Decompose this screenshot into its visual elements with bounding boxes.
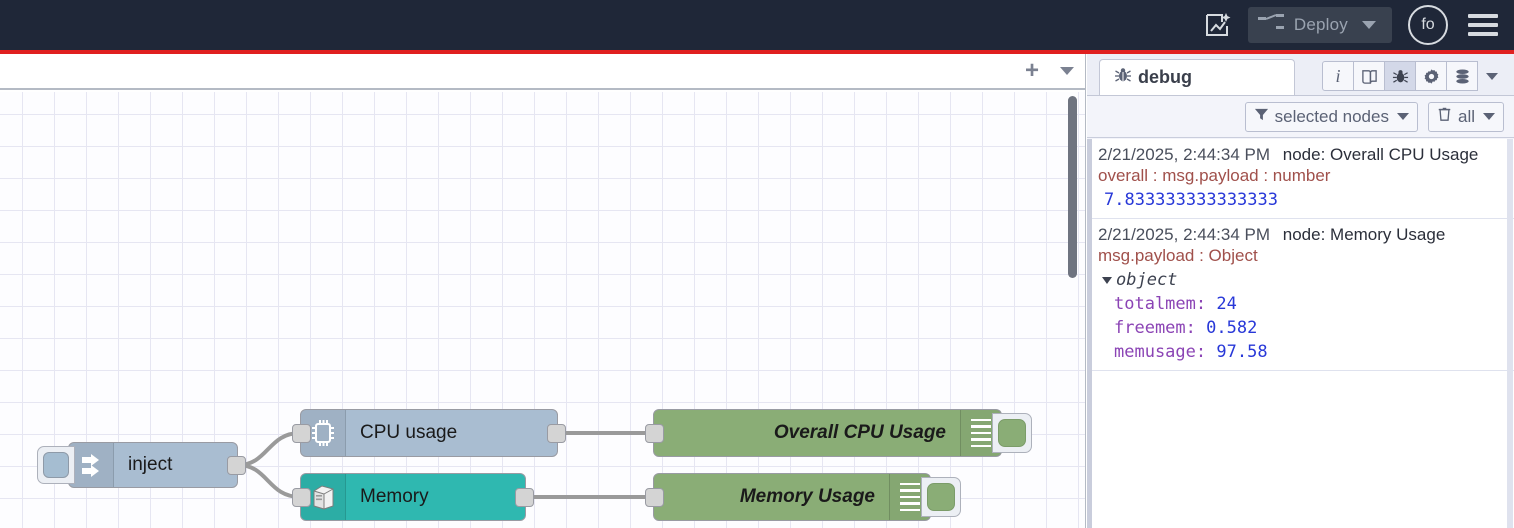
debug-message-node[interactable]: node: Overall CPU Usage xyxy=(1282,145,1479,164)
node-inject[interactable]: inject xyxy=(37,442,246,488)
debug-object-property: memusage: 97.58 xyxy=(1114,342,1268,362)
node-label-cpu-usage: CPU usage xyxy=(360,422,458,443)
debug-message[interactable]: 2/21/2025, 2:44:34 PM node: Memory Usage… xyxy=(1092,219,1514,371)
sidebar-debug-bug-icon[interactable] xyxy=(1384,61,1416,91)
canvas-vertical-scrollbar[interactable] xyxy=(1068,96,1077,278)
debug-message-timestamp: 2/21/2025, 2:44:34 PM xyxy=(1098,225,1271,244)
flow-tabbar: + xyxy=(0,54,1085,90)
app-header: Deploy fo xyxy=(0,0,1514,50)
debug-message-header: 2/21/2025, 2:44:34 PM node: Memory Usage xyxy=(1098,225,1510,245)
node-debug-memory-usage[interactable]: Memory Usage xyxy=(645,473,961,521)
arrow-right-icon xyxy=(69,443,114,487)
deploy-glyph-icon xyxy=(1257,13,1284,38)
debug-message-timestamp: 2/21/2025, 2:44:34 PM xyxy=(1098,145,1271,164)
debug-toggle-memory-usage[interactable] xyxy=(921,477,961,517)
flow-workspace: + inject xyxy=(0,54,1086,528)
debug-sidebar: debug i xyxy=(1087,54,1514,528)
node-label-inject: inject xyxy=(128,454,173,475)
port-input-overall-cpu-usage[interactable] xyxy=(645,424,664,443)
sidebar-toolbar: i xyxy=(1322,61,1506,91)
debug-message[interactable]: 2/21/2025, 2:44:34 PM node: Overall CPU … xyxy=(1092,139,1514,219)
tab-debug[interactable]: debug xyxy=(1099,59,1295,95)
header-accent-line xyxy=(0,50,1514,54)
debug-message-node[interactable]: node: Memory Usage xyxy=(1282,225,1446,244)
bug-icon xyxy=(1114,66,1132,89)
debug-scrollbar[interactable] xyxy=(1507,139,1513,528)
debug-message-header: 2/21/2025, 2:44:34 PM node: Overall CPU … xyxy=(1098,145,1510,165)
debug-clear-label: all xyxy=(1457,106,1475,126)
sidebar-more-chevron-down-icon[interactable] xyxy=(1478,62,1506,90)
port-input-memory-usage[interactable] xyxy=(645,488,664,507)
avatar[interactable]: fo xyxy=(1408,5,1448,45)
node-cpu-usage[interactable]: CPU usage xyxy=(292,409,566,457)
chevron-down-icon[interactable] xyxy=(1396,113,1409,120)
funnel-icon xyxy=(1254,107,1269,127)
deploy-caret-icon[interactable] xyxy=(1362,21,1376,29)
deploy-button[interactable]: Deploy xyxy=(1247,7,1392,43)
trash-icon xyxy=(1437,106,1452,127)
debug-toggle-overall-cpu-usage[interactable] xyxy=(992,413,1032,453)
port-output-cpu-usage[interactable] xyxy=(547,424,566,443)
debug-message-topic: overall : msg.payload : number xyxy=(1098,166,1331,185)
port-input-cpu-usage[interactable] xyxy=(292,424,311,443)
debug-object-value: 0.582 xyxy=(1206,318,1258,338)
flow-wires xyxy=(237,430,653,500)
tab-debug-label: debug xyxy=(1138,67,1192,87)
debug-object-key: memusage xyxy=(1114,342,1196,362)
debug-object-value: 97.58 xyxy=(1216,342,1268,362)
node-memory[interactable]: Memory xyxy=(292,473,534,521)
flow-sparkle-icon[interactable] xyxy=(1198,8,1238,42)
debug-object-property: freemem: 0.582 xyxy=(1114,318,1258,338)
node-label-overall-cpu-usage: Overall CPU Usage xyxy=(773,422,946,443)
deploy-label: Deploy xyxy=(1293,15,1348,34)
sidebar-help-book-icon[interactable] xyxy=(1353,61,1385,91)
debug-filter-label: selected nodes xyxy=(1274,106,1389,126)
port-input-memory[interactable] xyxy=(292,488,311,507)
node-debug-overall-cpu-usage[interactable]: Overall CPU Usage xyxy=(645,409,1032,457)
chevron-down-icon[interactable] xyxy=(1483,113,1495,120)
node-label-memory-usage: Memory Usage xyxy=(739,486,875,507)
port-output-memory[interactable] xyxy=(515,488,534,507)
debug-filter-row: selected nodes all xyxy=(1087,96,1514,138)
sidebar-info-icon[interactable]: i xyxy=(1322,61,1354,91)
debug-message-topic: msg.payload : Object xyxy=(1098,246,1258,265)
collapse-triangle-icon[interactable] xyxy=(1102,276,1112,284)
sidebar-database-icon[interactable] xyxy=(1446,61,1478,91)
inject-trigger-button[interactable] xyxy=(37,446,75,484)
flow-canvas[interactable]: inject CPU us xyxy=(0,92,1085,528)
add-flow-button[interactable]: + xyxy=(1024,57,1039,84)
hamburger-icon[interactable] xyxy=(1468,9,1498,41)
debug-lines-icon xyxy=(960,410,1001,456)
debug-message-value: 7.833333333333333 xyxy=(1104,190,1278,210)
debug-message-list[interactable]: 2/21/2025, 2:44:34 PM node: Overall CPU … xyxy=(1087,139,1514,528)
sidebar-tabrow: debug i xyxy=(1087,54,1514,96)
debug-object-root-label: object xyxy=(1116,270,1178,290)
debug-object-key: freemem xyxy=(1114,318,1186,338)
flow-list-chevron-down-icon[interactable] xyxy=(1049,54,1085,88)
debug-object-property: totalmem: 24 xyxy=(1114,294,1237,314)
debug-object-root[interactable]: object xyxy=(1098,270,1510,290)
node-label-memory: Memory xyxy=(360,486,429,507)
debug-object-key: totalmem xyxy=(1114,294,1196,314)
sidebar-gear-icon[interactable] xyxy=(1415,61,1447,91)
port-output-inject[interactable] xyxy=(227,456,246,475)
debug-filter-selected-nodes[interactable]: selected nodes xyxy=(1244,101,1418,132)
debug-clear-all[interactable]: all xyxy=(1427,101,1504,132)
debug-lines-icon xyxy=(889,474,930,520)
debug-object-value: 24 xyxy=(1216,294,1237,314)
